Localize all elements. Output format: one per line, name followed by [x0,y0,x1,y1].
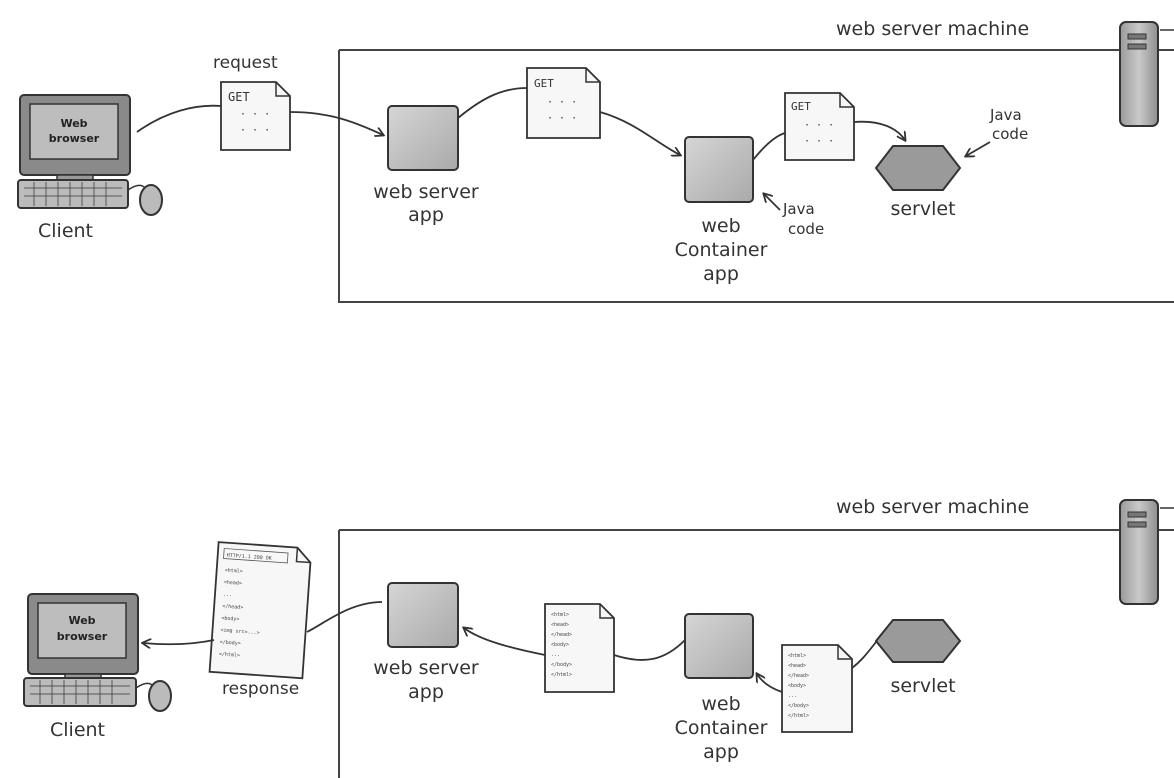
code-line: <body> [221,615,239,622]
code-line: </body> [551,662,572,668]
arrow-get-to-servlet [853,120,905,140]
java-note-arrow [764,194,781,211]
arrow-request-to-web-server [289,111,383,135]
web-server-app-label: web server [373,657,479,679]
servlet-shape [874,619,962,663]
web-server-app-box [387,105,459,171]
arrow-html-to-container [757,674,783,693]
client-screen-text: Web [68,614,95,627]
get-document-icon [784,92,855,161]
web-container-app-label: Container [675,717,768,739]
code-line: </body> [219,639,240,646]
response-header-text: HTTP/1.1 200 OK [227,553,272,562]
code-line: <body> [551,642,569,648]
web-container-app-label: app [703,741,739,763]
web-container-app-box [684,613,754,679]
code-line: <head> [788,663,806,669]
get-text: GET [228,90,250,104]
get-text: GET [534,77,554,90]
client-screen-text: Web [60,117,87,130]
code-line: </head> [788,673,809,679]
web-container-app-label: web [701,693,740,715]
html-document-icon: <html> <head> </head> <body>... </body> </htm… [781,644,853,733]
client-label: Client [50,719,105,741]
code-line: </html> [219,651,240,658]
response-panel: web server machine Web browser Client [23,496,1174,778]
web-server-machine-label: web server machine [836,18,1029,40]
dots-text: · · · [547,97,577,108]
dots-text: · · · [804,120,834,131]
servlet-label: servlet [890,198,955,220]
get-document-icon [526,67,601,139]
code-line: ... [788,693,797,699]
client-screen-text: browser [49,132,100,145]
arrow-get-to-container [599,111,680,155]
server-tower-icon [1119,21,1174,127]
java-code-note: Java [782,200,815,218]
client-computer-icon [17,94,163,216]
code-line: </body> [788,703,809,709]
dots-text: · · · [240,109,270,120]
arrow-response-to-client [143,640,215,644]
server-tower-icon [1119,499,1174,605]
web-server-machine-label: web server machine [836,496,1029,518]
web-server-app-label: app [408,681,444,703]
web-server-app-label: app [408,204,444,226]
java-code-note: code [788,220,824,238]
code-line: <body> [788,683,806,689]
arrow-web-server-to-get [457,87,528,119]
code-line: <img src=...> [220,627,259,636]
web-server-app-box [387,582,459,648]
web-container-app-box [684,136,754,203]
web-server-machine-boundary [338,49,1174,303]
dots-text: · · · [240,125,270,136]
client-screen-text: browser [57,630,108,643]
java-note-arrow [966,141,991,156]
code-line: </html> [788,713,809,719]
response-document-icon: HTTP/1.1 200 OK <html> <head>... </head> <b… [208,541,312,680]
arrow-html-to-web-server [464,628,546,656]
code-line: </html> [551,672,572,678]
arrow-client-to-request [136,104,222,133]
code-line: <head> [551,622,569,628]
arrow-web-server-to-response [306,601,383,633]
html-document-icon: <html> <head> </head> <body>... </body> </htm… [544,603,615,693]
code-line: <html> [551,612,569,618]
request-label: request [213,53,278,73]
arrow-servlet-to-html [851,641,877,669]
client-label: Client [38,220,93,242]
web-container-app-label: app [703,263,739,285]
arrow-container-to-html [613,639,686,661]
servlet-shape [874,145,962,191]
web-container-app-label: Container [675,239,768,261]
code-line: <html> [788,653,806,659]
code-line: </head> [551,632,572,638]
request-panel: web server machine Web browser [17,18,1174,303]
dots-text: · · · [804,136,834,147]
java-code-note: code [992,125,1028,143]
web-server-app-label: web server [373,181,479,203]
code-line: </head> [222,603,243,610]
code-line: ... [551,652,560,658]
dots-text: · · · [547,113,577,124]
web-server-machine-boundary [338,529,1174,778]
request-document-icon [220,81,291,151]
client-computer-icon [23,593,172,712]
code-line: ... [223,592,232,599]
arrow-container-to-get [752,132,786,161]
get-text: GET [791,100,811,113]
code-line: <html> [224,568,242,575]
web-container-app-label: web [701,215,740,237]
response-label: response [222,679,299,699]
code-line: <head> [224,580,242,587]
java-code-note: Java [989,106,1022,124]
servlet-label: servlet [890,675,955,697]
